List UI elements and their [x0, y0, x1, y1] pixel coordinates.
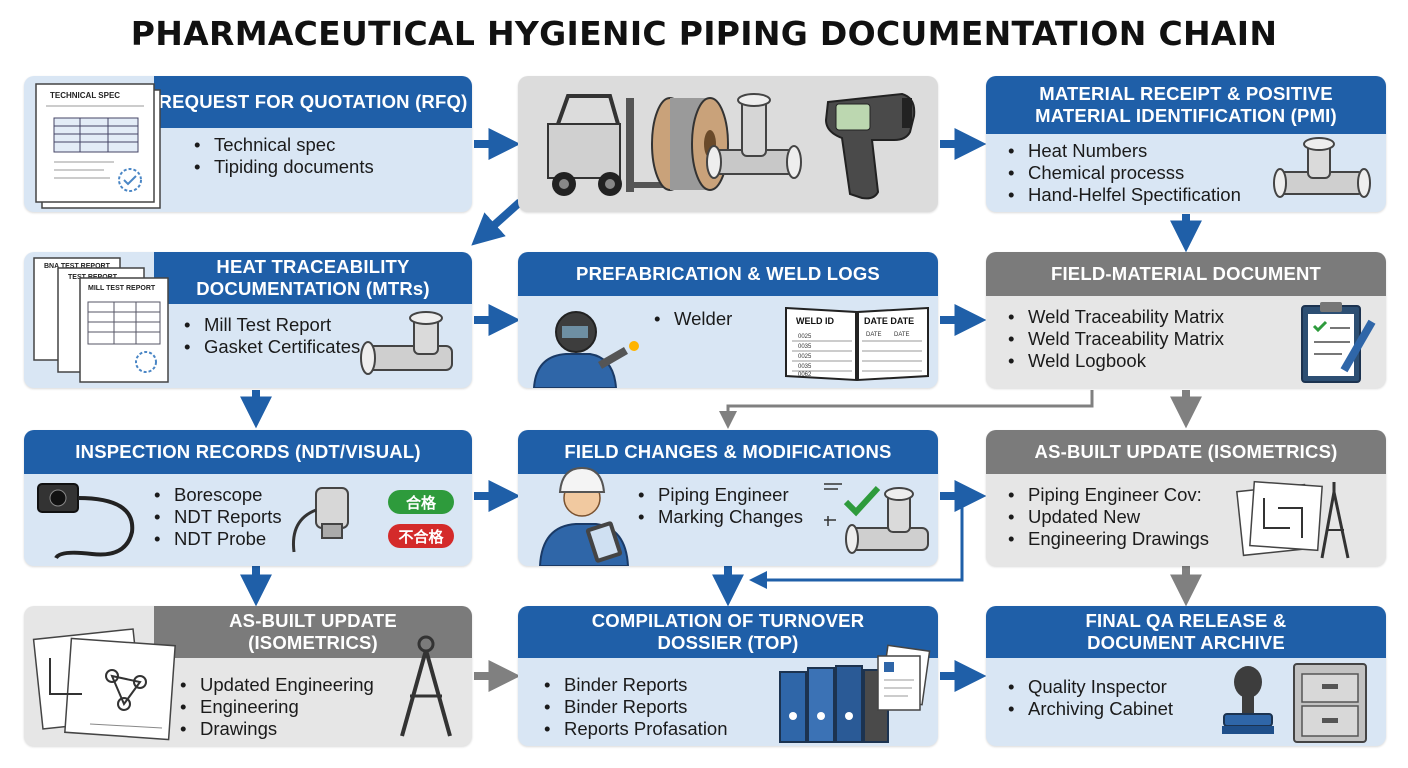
card-inspection: INSPECTION RECORDS (NDT/VISUAL) Borescop…: [24, 430, 472, 566]
list-item-continuation: Drawings: [178, 718, 374, 740]
marked-pipe-checkmark-icon: [824, 483, 929, 554]
card-inspection-title: INSPECTION RECORDS (NDT/VISUAL): [24, 430, 472, 474]
list-item: Borescope: [152, 484, 282, 506]
card-prefab: PREFABRICATION & WELD LOGS Welder WELD I…: [518, 252, 938, 388]
forklift-pipe-spool-spectrometer-icon: [547, 92, 916, 200]
card-asbuilt-left-items: Updated Engineering Engineering Drawings: [178, 674, 374, 740]
list-item: Updated New: [1006, 506, 1209, 528]
clipboard-checklist-icon: [1301, 302, 1376, 383]
list-item: Welder: [652, 308, 732, 330]
svg-text:DATE: DATE: [894, 332, 910, 338]
list-item: Binder Reports: [542, 696, 728, 718]
card-prefab-items: Welder: [652, 308, 732, 330]
list-item: Piping Engineer: [636, 484, 803, 506]
card-asbuilt-right-title: AS-BUILT UPDATE (ISOMETRICS): [986, 430, 1386, 474]
card-asbuilt-left: AS-BUILT UPDATE(ISOMETRICS) Updated Engi…: [24, 606, 472, 746]
list-item: Chemical processs: [1006, 162, 1241, 184]
list-item: Quality Inspector: [1006, 676, 1173, 698]
card-inspection-items: Borescope NDT Reports NDT Probe: [152, 484, 282, 550]
arrow-field-material-to-changes: [719, 390, 1094, 429]
list-item: Weld Traceability Matrix: [1006, 328, 1224, 350]
list-item: Weld Traceability Matrix: [1006, 306, 1224, 328]
list-item-continuation: Engineering Drawings: [1006, 528, 1209, 550]
ndt-probe-icon: [291, 487, 349, 553]
weld-logbook-icon: WELD ID DATE DATE DATE DATE 0025 0035 00…: [785, 306, 929, 382]
list-item: Weld Logbook: [1006, 350, 1224, 372]
svg-text:TECHNICAL SPEC: TECHNICAL SPEC: [50, 91, 120, 100]
card-equipment: [518, 76, 938, 212]
card-field-material: FIELD-MATERIAL DOCUMENT Weld Traceabilit…: [986, 252, 1386, 388]
card-mtr-items: Mill Test Report Gasket Certificates: [182, 314, 360, 358]
card-qa-title: FINAL QA RELEASE &DOCUMENT ARCHIVE: [986, 606, 1386, 658]
svg-text:0035: 0035: [798, 344, 812, 350]
card-qa: FINAL QA RELEASE &DOCUMENT ARCHIVE Quali…: [986, 606, 1386, 746]
card-field-changes: FIELD CHANGES & MODIFICATIONS Piping Eng…: [518, 430, 938, 566]
welder-icon: [532, 311, 639, 388]
card-asbuilt-left-title: AS-BUILT UPDATE(ISOMETRICS): [154, 606, 472, 658]
list-item: Hand-Helfel Spectification: [1006, 184, 1241, 206]
list-item: Archiving Cabinet: [1006, 698, 1173, 720]
card-rfq-title: REQUEST FOR QUOTATION (RFQ): [154, 76, 472, 128]
card-asbuilt-right-items: Piping Engineer Cov: Updated New Enginee…: [1006, 484, 1209, 550]
list-item: Marking Changes: [636, 506, 803, 528]
list-item: Gasket Certificates: [182, 336, 360, 358]
svg-text:0025: 0025: [798, 334, 812, 340]
card-qa-items: Quality Inspector Archiving Cabinet: [1006, 676, 1173, 720]
arrow-equipment-to-mtr: [471, 199, 523, 246]
pipe-tee-icon: [360, 311, 453, 375]
svg-text:DATE: DATE: [866, 332, 882, 338]
svg-text:MILL TEST REPORT: MILL TEST REPORT: [88, 285, 156, 292]
card-asbuilt-right: AS-BUILT UPDATE (ISOMETRICS) Piping Engi…: [986, 430, 1386, 566]
binders-documents-icon: [779, 644, 931, 743]
list-item: Heat Numbers: [1006, 140, 1241, 162]
card-field-changes-title: FIELD CHANGES & MODIFICATIONS: [518, 430, 938, 474]
stamp-filing-cabinet-icon: [1222, 663, 1367, 743]
card-field-material-title: FIELD-MATERIAL DOCUMENT: [986, 252, 1386, 296]
list-item: Piping Engineer Cov:: [1006, 484, 1209, 506]
isometric-drawing-sheets-icon: [32, 628, 176, 741]
borescope-icon: [37, 483, 135, 560]
svg-text:WELD ID: WELD ID: [796, 316, 834, 326]
svg-text:BNA TEST REPORT: BNA TEST REPORT: [44, 263, 111, 270]
technical-spec-document-icon: TECHNICAL SPEC: [35, 83, 161, 209]
svg-text:0025: 0025: [798, 354, 812, 360]
card-pmi-items: Heat Numbers Chemical processs Hand-Helf…: [1006, 140, 1241, 206]
svg-text:DATE DATE: DATE DATE: [864, 316, 914, 326]
list-item: Reports Profasation: [542, 718, 728, 740]
card-rfq-items: Technical spec Tipiding documents: [192, 134, 374, 178]
card-rfq: REQUEST FOR QUOTATION (RFQ) Technical sp…: [24, 76, 472, 212]
list-item: Tipiding documents: [192, 156, 374, 178]
list-item: NDT Reports: [152, 506, 282, 528]
list-item: Updated Engineering: [178, 674, 374, 696]
drafting-compass-icon: [400, 635, 452, 737]
list-item-continuation: Engineering: [178, 696, 374, 718]
isometric-drawings-compass-icon: [1236, 480, 1350, 559]
piping-engineer-tablet-icon: [538, 466, 630, 566]
pipe-fitting-icon: [1273, 137, 1371, 198]
list-item: Technical spec: [192, 134, 374, 156]
svg-text:0035: 0035: [798, 364, 812, 370]
pass-badge: 合格: [388, 490, 454, 514]
card-field-changes-items: Piping Engineer Marking Changes: [636, 484, 803, 528]
card-top-items: Binder Reports Binder Reports Reports Pr…: [542, 674, 728, 740]
list-item: Binder Reports: [542, 674, 728, 696]
svg-text:0062: 0062: [798, 372, 812, 378]
mill-test-report-stack-icon: BNA TEST REPORT TEST REPORT MILL TEST RE…: [33, 257, 169, 383]
fail-badge: 不合格: [388, 524, 454, 548]
list-item: NDT Probe: [152, 528, 282, 550]
card-prefab-title: PREFABRICATION & WELD LOGS: [518, 252, 938, 296]
page-title: PHARMACEUTICAL HYGIENIC PIPING DOCUMENTA…: [130, 14, 1278, 53]
arrow-asbuilt-loop: [749, 496, 964, 589]
list-item: Mill Test Report: [182, 314, 360, 336]
card-field-material-items: Weld Traceability Matrix Weld Traceabili…: [1006, 306, 1224, 372]
